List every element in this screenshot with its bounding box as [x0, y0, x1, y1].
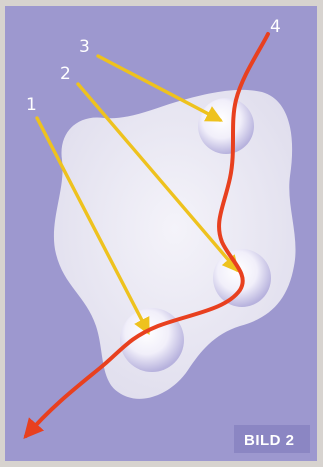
sphere-3 [198, 98, 254, 154]
figure-caption: BILD 2 [244, 432, 295, 449]
label-3: 3 [79, 37, 90, 57]
label-1: 1 [26, 95, 37, 115]
label-2: 2 [60, 64, 71, 84]
label-4: 4 [270, 17, 281, 37]
